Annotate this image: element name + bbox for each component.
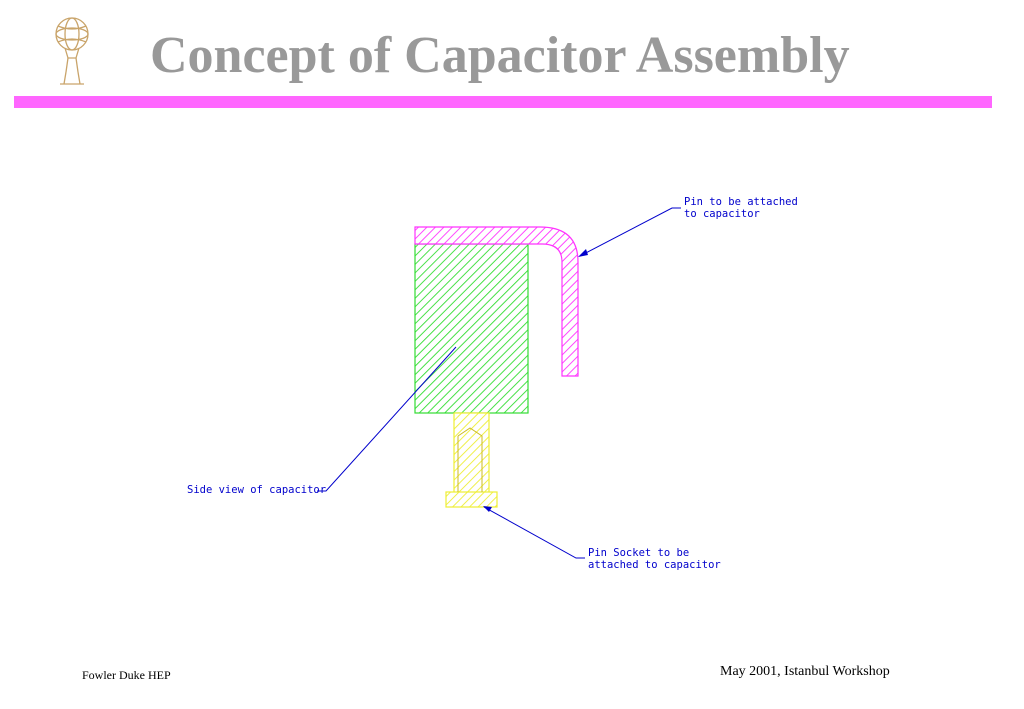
pin-socket bbox=[445, 412, 498, 508]
capacitor-label: Side view of capacitor bbox=[187, 484, 326, 496]
pin-leader-line bbox=[579, 207, 681, 257]
capacitor-leader-line bbox=[317, 346, 457, 492]
socket-label-line1: Pin Socket to be bbox=[588, 547, 689, 559]
pin-label-line2: to capacitor bbox=[684, 208, 760, 220]
pin-label-line1: Pin to be attached bbox=[684, 196, 798, 208]
footer-date-event: May 2001, Istanbul Workshop bbox=[720, 664, 890, 679]
socket-label-line2: attached to capacitor bbox=[588, 559, 721, 571]
pin-lead bbox=[414, 226, 579, 377]
pin-arrowhead bbox=[578, 249, 588, 257]
footer-author: Fowler Duke HEP bbox=[82, 668, 171, 682]
socket-arrowhead bbox=[483, 506, 492, 512]
socket-leader-line bbox=[483, 506, 585, 559]
atlas-logo-icon bbox=[55, 17, 89, 85]
capacitor-body bbox=[414, 243, 529, 414]
slide-title: Concept of Capacitor Assembly bbox=[150, 27, 850, 84]
title-underline-bar bbox=[14, 96, 992, 108]
